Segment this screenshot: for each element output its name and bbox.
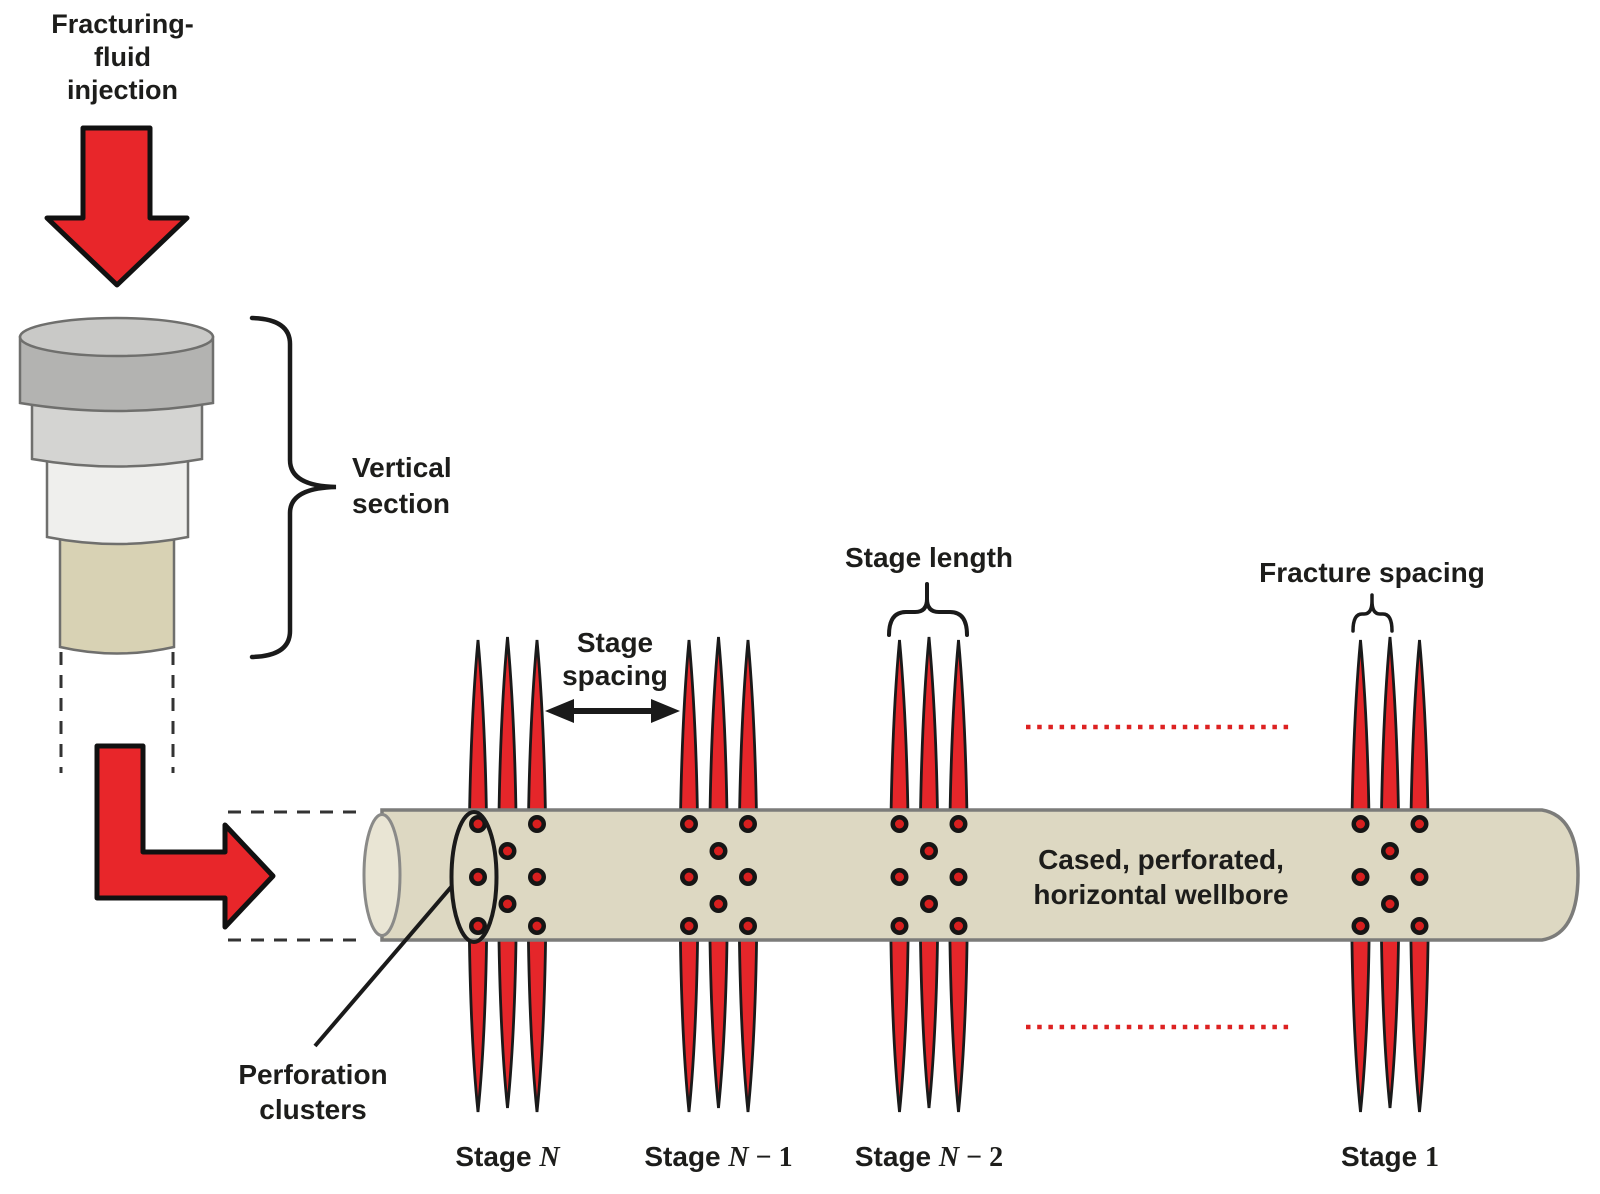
perforation-dot-inner [954, 819, 963, 829]
injection-label-line2: fluid [94, 42, 151, 72]
perforation-dot-inner [684, 921, 694, 931]
stage-spacing-arrowhead-left [545, 699, 574, 723]
perforation-clusters-line2: clusters [259, 1094, 367, 1125]
vertical-section-line1: Vertical [352, 452, 452, 483]
wellhead [18, 316, 215, 655]
perforation-dot-inner [1415, 872, 1424, 882]
perforation-dot-inner [924, 899, 934, 909]
stage-spacing-label: Stage spacing [515, 626, 715, 692]
perforation-dot-inner [895, 819, 904, 829]
perforation-dot-inner [743, 872, 753, 882]
horizontal-wellbore [380, 808, 1580, 942]
stage-spacing-arrow [545, 699, 680, 723]
perforation-dot-inner [532, 819, 542, 829]
perforation-dot-inner [1415, 819, 1424, 829]
stage-length-brace [887, 582, 969, 637]
stage-label-part: − 2 [959, 1142, 1004, 1173]
perforation-dot-inner [473, 921, 483, 931]
stage-1-label: Stage 1 [1240, 1140, 1540, 1175]
vertical-section-brace [249, 315, 337, 660]
stage-spacing-line1: Stage [576, 627, 654, 658]
perforation-dot-inner [714, 899, 723, 909]
perforation-dot-inner [1385, 899, 1395, 909]
perforation-dot-inner [473, 872, 483, 882]
perforation-clusters-label: Perforation clusters [213, 1057, 413, 1127]
perforation-dot-inner [895, 921, 904, 931]
injection-label: Fracturing- fluid injection [25, 8, 220, 107]
perforation-dot-inner [954, 872, 963, 882]
perforation-dot-inner [1356, 921, 1365, 931]
perforation-dot-inner [1356, 819, 1365, 829]
perforation-dot-inner [954, 921, 963, 931]
vertical-section-label: Vertical section [352, 450, 452, 522]
stage-label-part: − 1 [748, 1142, 793, 1173]
wellhead-top-ellipse [18, 316, 215, 358]
wellbore-label: Cased, perforated, horizontal wellbore [1011, 842, 1311, 912]
stage-label-part: Stage [455, 1141, 540, 1172]
stage-label-part: Stage [644, 1141, 729, 1172]
perforation-dot-inner [1415, 921, 1424, 931]
perforation-dot-inner [684, 819, 694, 829]
dashed-guide-lines [59, 652, 364, 942]
stage-label-part: N [938, 1142, 960, 1173]
stage-n-label: Stage N [358, 1140, 658, 1175]
perforation-dot-inner [503, 899, 512, 909]
perforation-dot-inner [714, 846, 723, 856]
perforation-dots-layer [469, 815, 1429, 935]
wellhead-segment-3 [45, 457, 190, 546]
vertical-section-line2: section [352, 488, 451, 519]
fracture-spacing-label: Fracture spacing [1259, 557, 1485, 588]
perforation-dot-inner [684, 872, 694, 882]
stage-label-part: N [728, 1142, 749, 1173]
stage-label-part: Stage [1340, 1141, 1426, 1172]
perforation-dot-inner [473, 819, 483, 829]
stage-spacing-arrowhead-right [651, 699, 680, 723]
injection-label-line1: Fracturing- [51, 9, 194, 39]
wellbore-label-line1: Cased, perforated, [1038, 844, 1284, 875]
stage-label-part: N [539, 1142, 560, 1173]
perforation-dot-inner [532, 921, 542, 931]
stage-label-part: Stage [854, 1141, 939, 1172]
stage-length-label: Stage length [844, 542, 1013, 573]
perforation-clusters-line1: Perforation [238, 1059, 388, 1090]
fracture-spacing-brace [1351, 593, 1394, 633]
injection-down-arrow [44, 125, 190, 288]
perforation-cluster-pointer-line [313, 884, 454, 1048]
perforation-dot-inner [1385, 846, 1395, 856]
bent-arrow [94, 743, 276, 930]
perforation-dot-inner [924, 846, 934, 856]
wellhead-segment-2 [30, 401, 204, 468]
stage-n-2-label: Stage N − 2 [779, 1140, 1079, 1175]
wellhead-segment-4 [58, 535, 176, 655]
stage-label-part: 1 [1425, 1142, 1440, 1173]
injection-label-line3: injection [66, 75, 178, 105]
wellbore-label-line2: horizontal wellbore [1033, 879, 1289, 910]
perforation-dot-inner [1356, 872, 1365, 882]
perforation-dot-inner [743, 921, 753, 931]
perforation-dot-inner [743, 819, 753, 829]
stage-n-1-label: Stage N − 1 [569, 1140, 869, 1175]
stage-spacing-line2: spacing [562, 660, 668, 691]
wellbore-end-cap [362, 813, 402, 937]
perforation-cluster-circle [449, 810, 499, 944]
perforation-dot-inner [895, 872, 904, 882]
perforation-dot-inner [532, 872, 542, 882]
wellhead-segment-1 [18, 335, 215, 413]
perforation-dot-inner [503, 846, 512, 856]
